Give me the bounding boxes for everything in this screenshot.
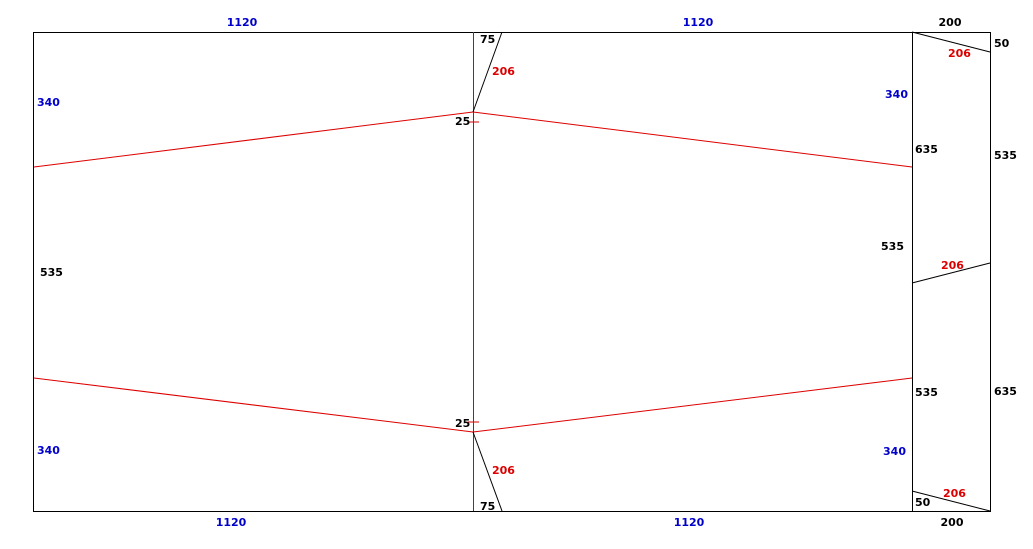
lower-left-cut (33, 377, 474, 433)
upper-left-cut (33, 111, 474, 168)
left-upper-height-label: 340 (37, 96, 60, 109)
center-lower-tick-label: 25 (455, 417, 470, 430)
edge-middle-label: 535 (881, 240, 904, 253)
center-bottom-offset-label: 75 (480, 500, 495, 513)
side-panel-outline (912, 32, 991, 512)
panel-top-offset-label: 50 (994, 37, 1010, 50)
panel-upper-height-label: 535 (994, 149, 1017, 162)
panel-middle-diagonal-label: 206 (941, 259, 964, 272)
panel-bottom-offset-label: 50 (915, 496, 931, 509)
center-upper-diagonal-label: 206 (492, 65, 515, 78)
left-middle-height-label: 535 (40, 266, 63, 279)
top-panel-width-label: 200 (939, 16, 962, 29)
right-upper-height-label: 340 (885, 88, 908, 101)
bottom-left-width-label: 1120 (216, 516, 247, 529)
edge-upper-label: 635 (915, 143, 938, 156)
center-upper-tick-label: 25 (455, 115, 470, 128)
center-upper-diagonal (472, 31, 503, 113)
edge-lower-label: 535 (915, 386, 938, 399)
panel-lower-diagonal (911, 490, 991, 512)
center-lower-diagonal (472, 431, 503, 512)
panel-middle-diagonal (911, 262, 991, 284)
lower-right-cut (472, 377, 913, 433)
center-top-offset-label: 75 (480, 33, 495, 46)
bottom-panel-width-label: 200 (941, 516, 964, 529)
panel-upper-diagonal-label: 206 (948, 47, 971, 60)
panel-upper-diagonal (911, 31, 991, 53)
panel-lower-height-label: 635 (994, 385, 1017, 398)
top-right-width-label: 1120 (683, 16, 714, 29)
upper-right-cut (472, 111, 913, 168)
panel-lower-diagonal-label: 206 (943, 487, 966, 500)
bottom-right-width-label: 1120 (674, 516, 705, 529)
center-lower-diagonal-label: 206 (492, 464, 515, 477)
right-lower-height-label: 340 (883, 445, 906, 458)
top-left-width-label: 1120 (227, 16, 258, 29)
left-lower-height-label: 340 (37, 444, 60, 457)
